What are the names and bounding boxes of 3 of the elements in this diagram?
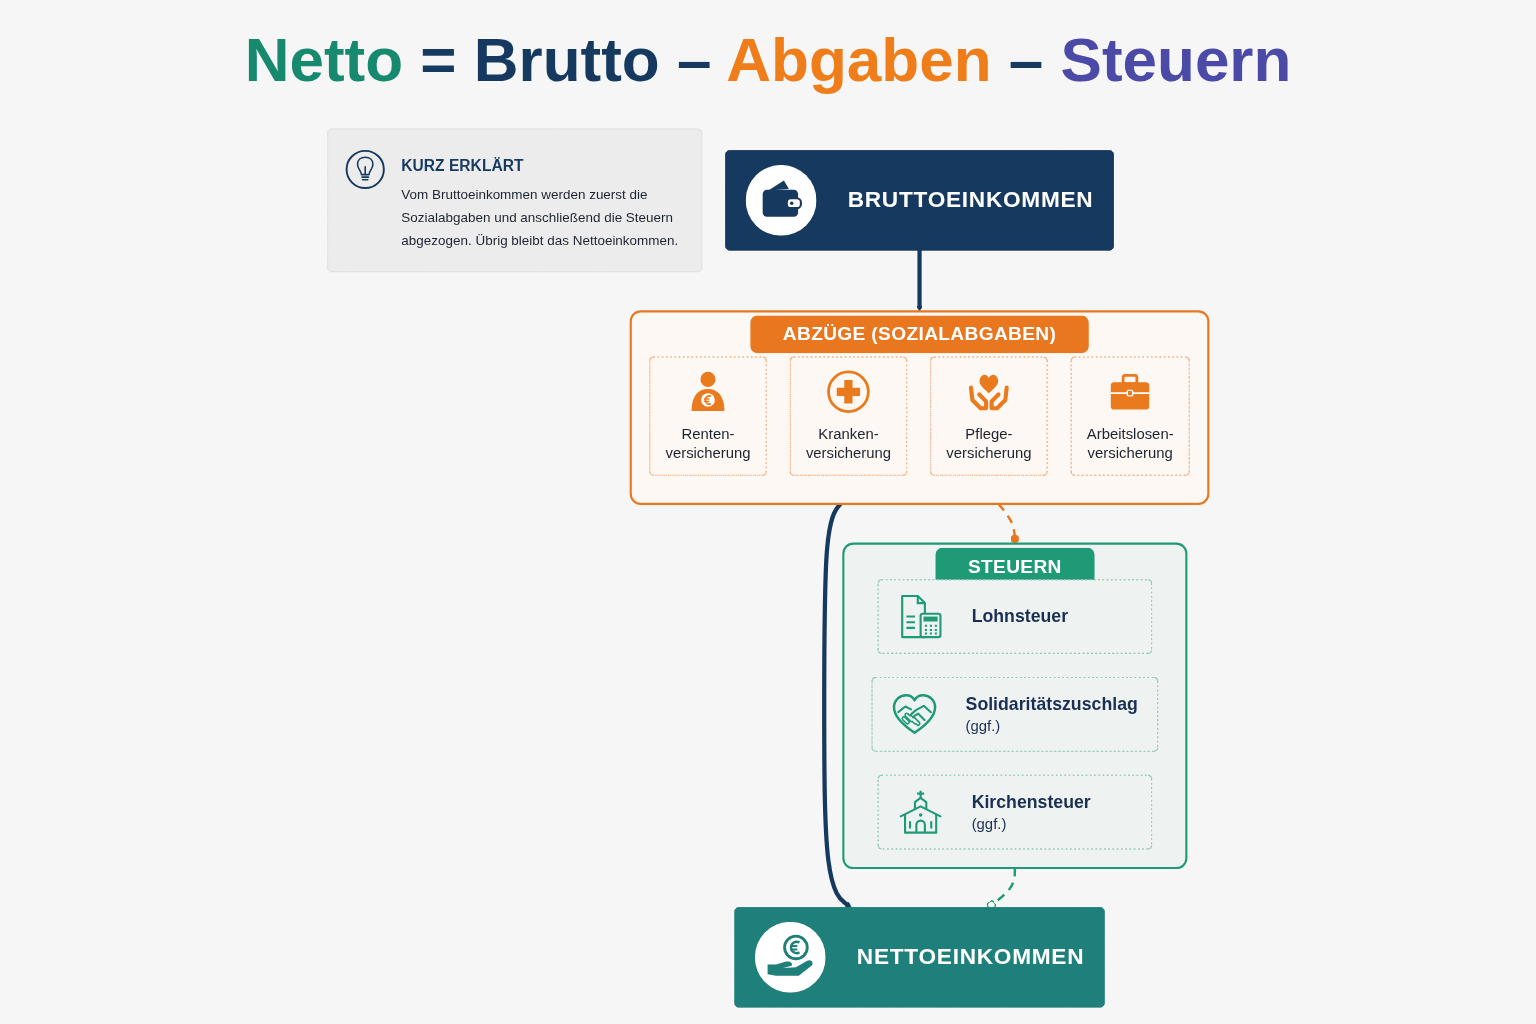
connector xyxy=(997,503,1020,544)
title: Netto = Brutto – Abgaben – Steuern xyxy=(244,24,1292,95)
arrow xyxy=(916,250,923,312)
